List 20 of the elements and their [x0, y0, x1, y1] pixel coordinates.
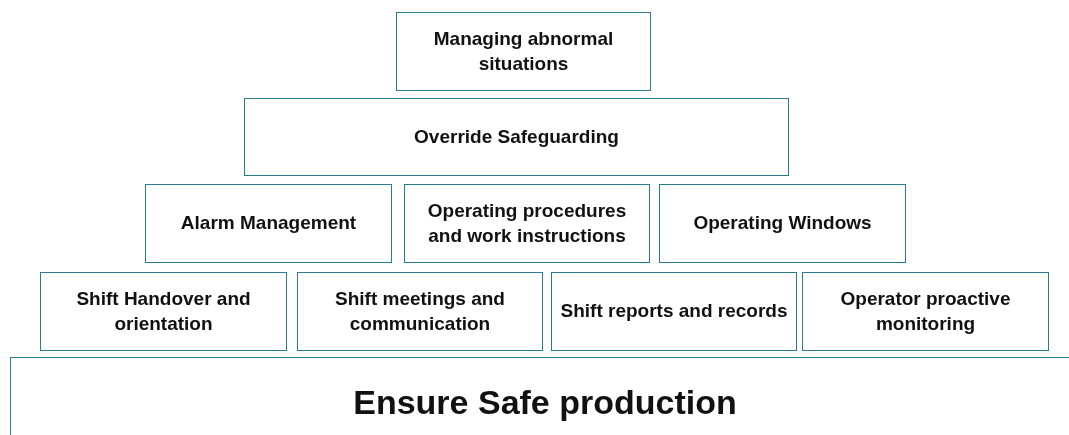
block-label: Shift Handover and orientation [75, 286, 252, 336]
pyramid-block [659, 184, 906, 263]
pyramid-block [802, 272, 1049, 351]
block-label: Ensure Safe production [352, 381, 738, 423]
block-label: Operating procedures and work instructions [426, 198, 628, 248]
block-label: Shift reports and records [559, 299, 789, 324]
pyramid-block [244, 98, 789, 176]
block-label: Alarm Management [179, 211, 358, 236]
block-label: Operator proactive monitoring [839, 286, 1012, 336]
pyramid-block [551, 272, 797, 351]
pyramid-block [40, 272, 287, 351]
block-label: Override Safeguarding [413, 124, 620, 149]
pyramid-block [396, 12, 651, 91]
pyramid-block [404, 184, 650, 263]
block-label: Shift meetings and communication [334, 286, 506, 336]
pyramid-block [10, 357, 1069, 435]
pyramid-block [297, 272, 543, 351]
block-label: Managing abnormal situations [432, 26, 615, 76]
pyramid-block [145, 184, 392, 263]
block-label: Operating Windows [692, 211, 873, 236]
